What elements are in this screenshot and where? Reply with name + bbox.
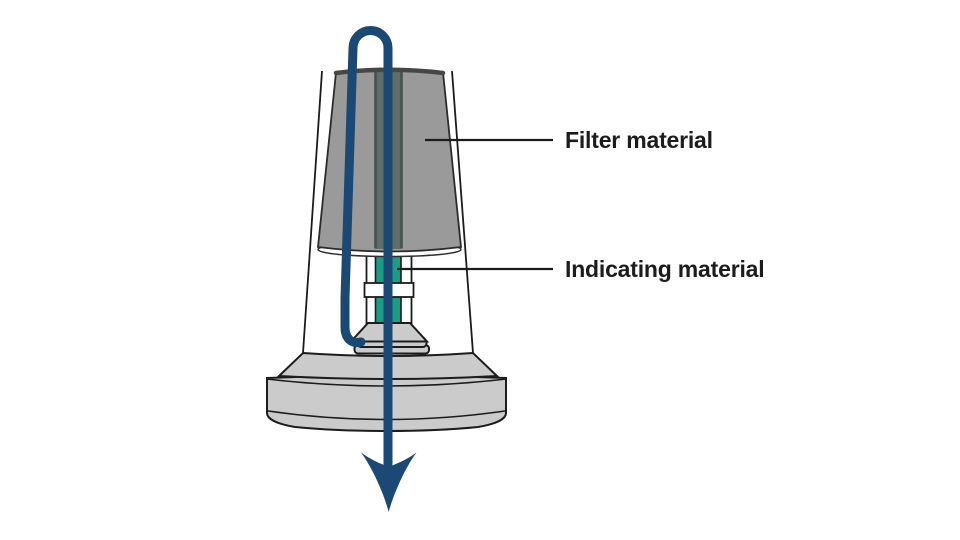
down-arrow-icon [361,452,417,512]
flow-arrow-path [340,26,393,469]
label-indicating-material: Indicating material [565,256,765,282]
housing [302,70,474,354]
housing-right-edge [451,70,474,354]
label-filter-material: Filter material [565,127,713,153]
flow-arrow [340,26,417,512]
housing-left-edge [302,70,323,354]
